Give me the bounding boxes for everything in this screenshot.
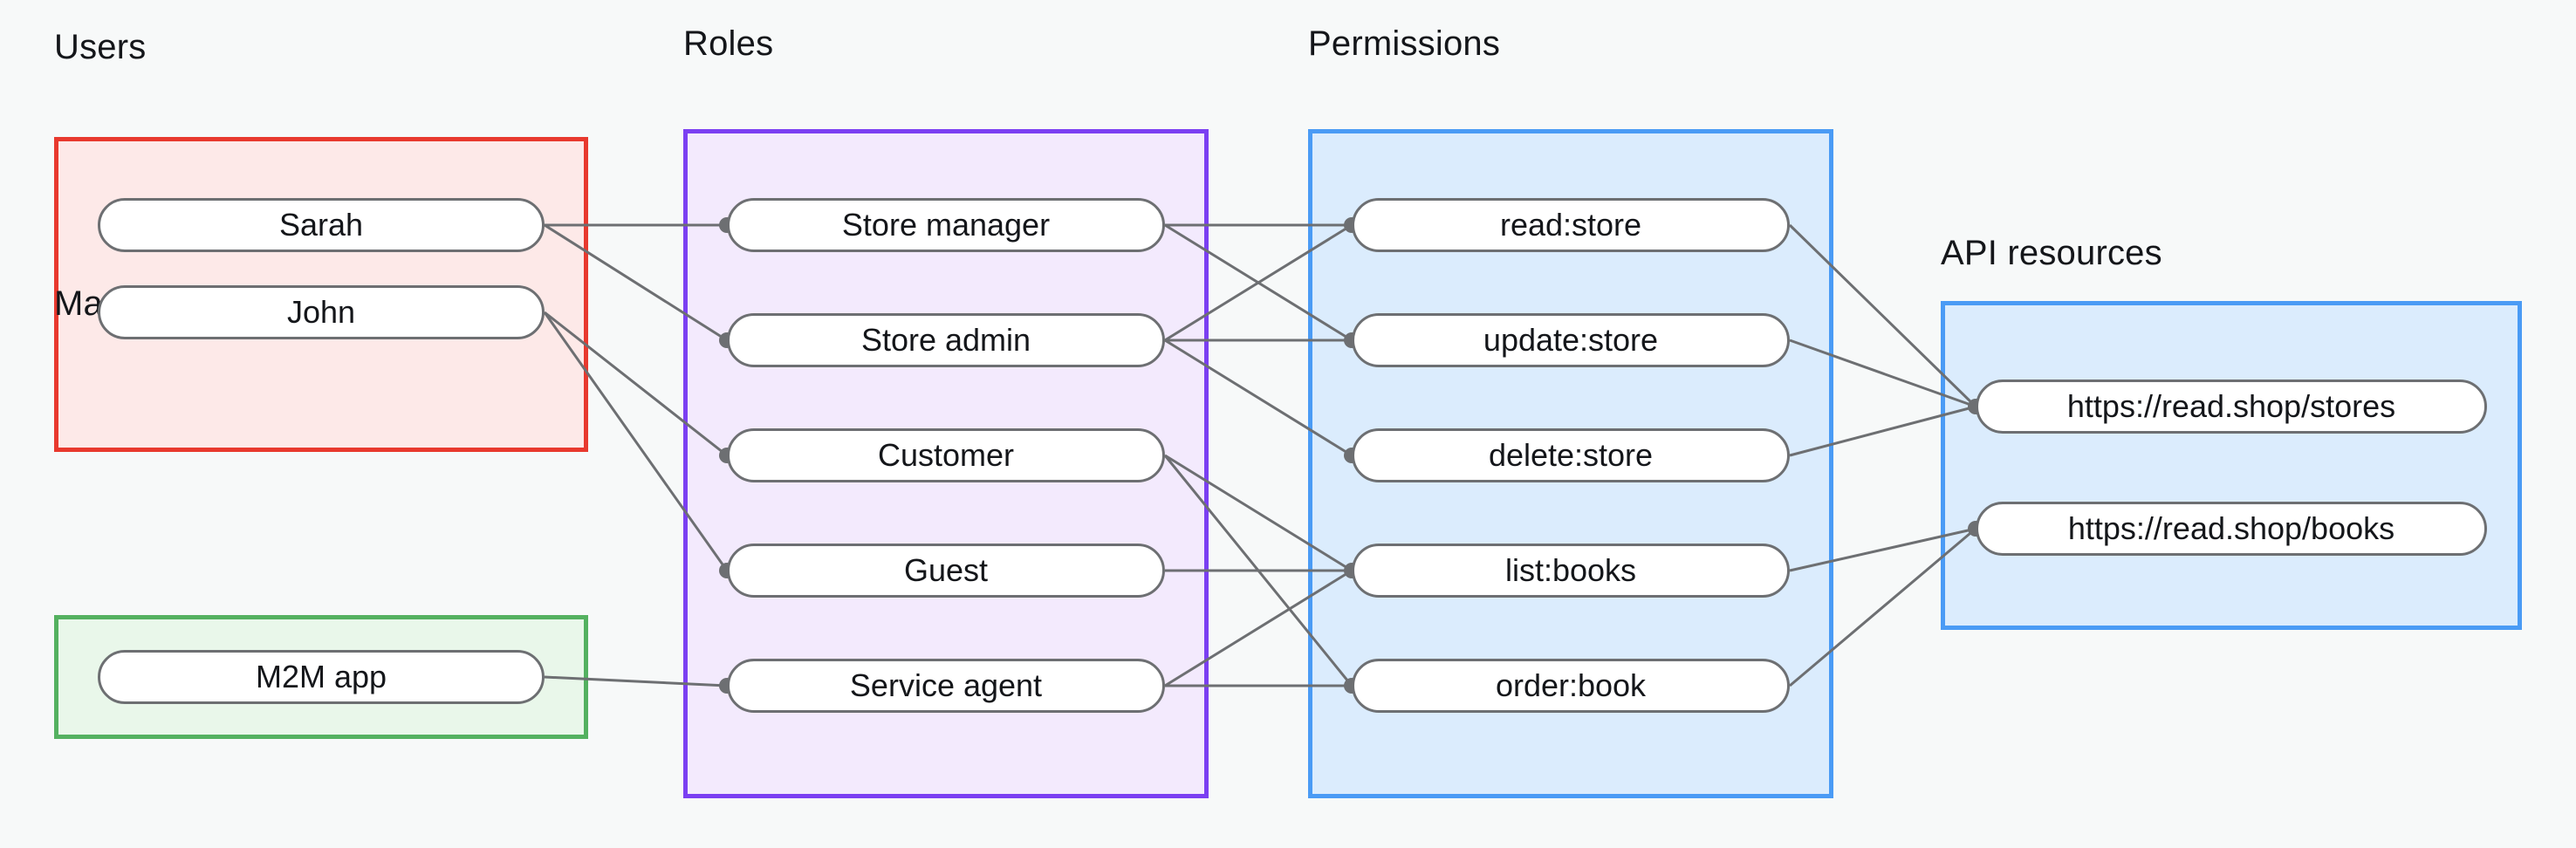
- node-store-manager[interactable]: Store manager: [727, 198, 1165, 252]
- node-guest[interactable]: Guest: [727, 544, 1165, 598]
- node-store-admin[interactable]: Store admin: [727, 313, 1165, 367]
- node-update-store[interactable]: update:store: [1352, 313, 1790, 367]
- node-delete-store[interactable]: delete:store: [1352, 428, 1790, 482]
- node-order-book[interactable]: order:book: [1352, 659, 1790, 713]
- group-label-api-resources: API resources: [1941, 234, 2162, 272]
- node-res-books[interactable]: https://read.shop/books: [1976, 502, 2487, 556]
- group-label-permissions: Permissions: [1308, 24, 1501, 63]
- node-list-books[interactable]: list:books: [1352, 544, 1790, 598]
- group-label-roles: Roles: [683, 24, 774, 63]
- node-john[interactable]: John: [98, 285, 545, 339]
- node-service-agent[interactable]: Service agent: [727, 659, 1165, 713]
- node-m2mapp[interactable]: M2M app: [98, 650, 545, 704]
- node-read-store[interactable]: read:store: [1352, 198, 1790, 252]
- node-res-stores[interactable]: https://read.shop/stores: [1976, 380, 2487, 434]
- group-label-users: Users: [54, 28, 147, 66]
- node-sarah[interactable]: Sarah: [98, 198, 545, 252]
- group-box-api-resources: [1941, 301, 2522, 630]
- node-customer[interactable]: Customer: [727, 428, 1165, 482]
